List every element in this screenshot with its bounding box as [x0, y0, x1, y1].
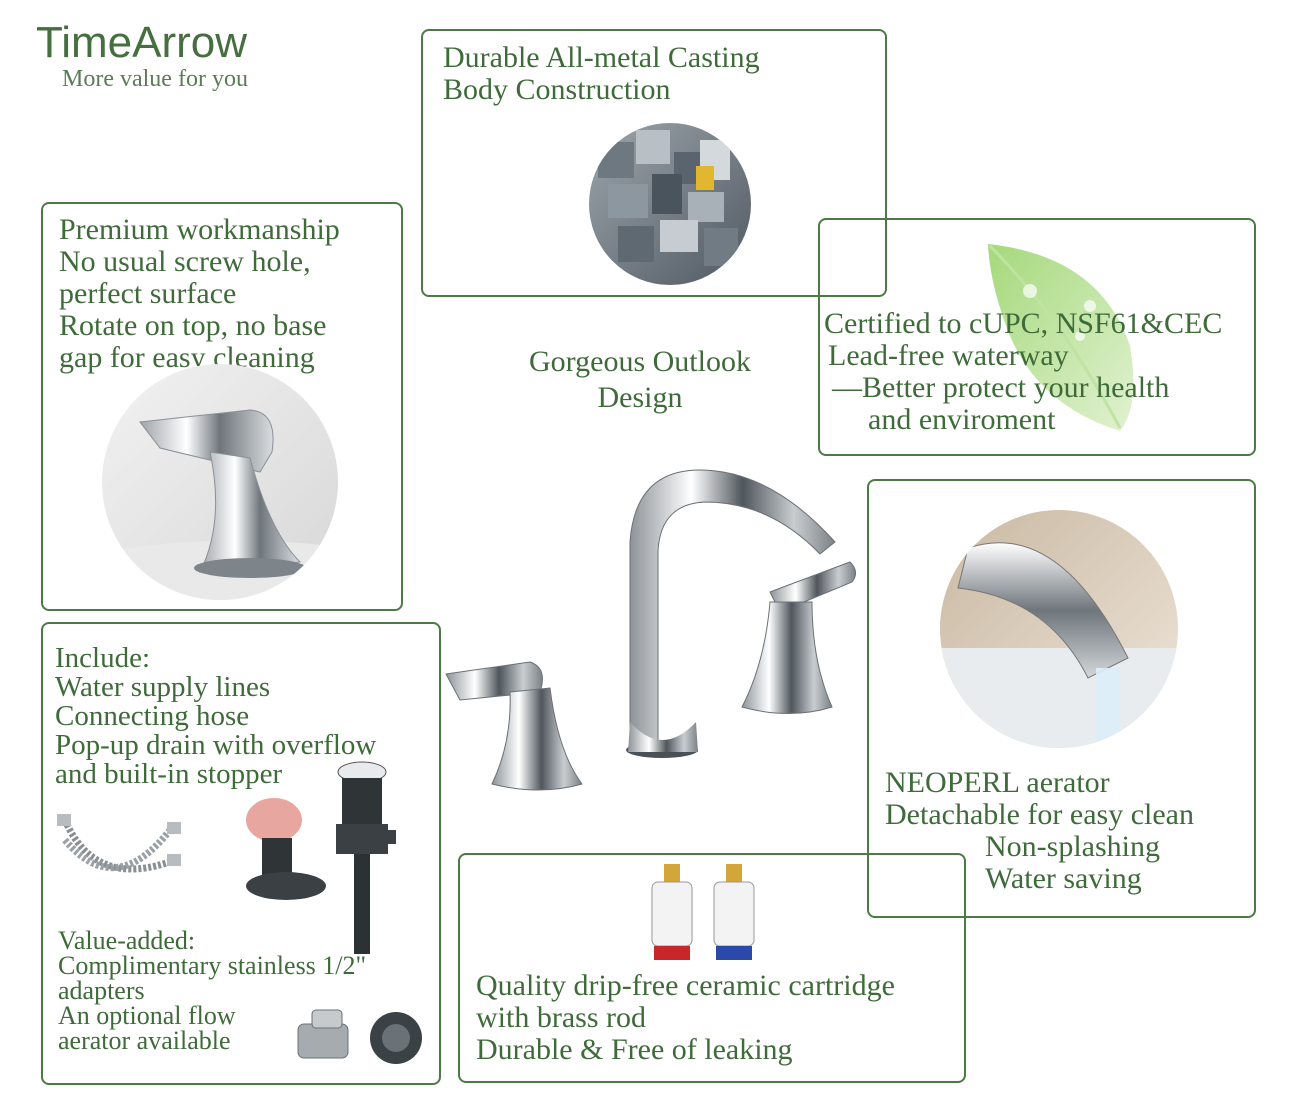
cartridge-line-3: Durable & Free of leaking [476, 1033, 793, 1066]
cartridge-text: Quality drip-free ceramic cartridge with… [476, 970, 895, 1066]
include-line-4: Pop-up drain with overflow [55, 729, 377, 761]
outlook-line-2: Design [597, 381, 683, 414]
cartridge-line-1: Quality drip-free ceramic cartridge [476, 969, 895, 1002]
include-line-5: and built-in stopper [55, 758, 283, 790]
casting-text: Durable All-metal Casting Body Construct… [443, 42, 760, 106]
casting-line-1: Durable All-metal Casting [443, 41, 760, 74]
workmanship-line-4: Rotate on top, no base [59, 309, 327, 342]
leaf-icon [988, 244, 1134, 431]
workmanship-text: Premium workmanship No usual screw hole,… [59, 214, 340, 374]
aerator-text: NEOPERL aerator Detachable for easy clea… [885, 767, 1194, 895]
faucet-image [445, 469, 856, 791]
value-line-4: An optional flow [58, 1001, 236, 1030]
outlook-text: Gorgeous Outlook Design [500, 344, 780, 416]
casting-panel [421, 29, 887, 297]
outlook-line-1: Gorgeous Outlook [529, 345, 751, 378]
aerator-line-2: Detachable for easy clean [885, 798, 1194, 831]
metal-cubes-image [589, 123, 751, 285]
ceramic-cartridge-image [651, 864, 755, 960]
cartridge-panel [458, 853, 966, 1083]
workmanship-panel [41, 202, 403, 611]
include-panel [41, 622, 441, 1085]
aerator-line-1: NEOPERL aerator [885, 766, 1110, 799]
certified-line-2: Lead-free waterway [828, 339, 1069, 372]
workmanship-line-1: Premium workmanship [59, 213, 340, 246]
value-line-3: adapters [58, 976, 145, 1005]
workmanship-line-3: perfect surface [59, 277, 237, 310]
value-line-2: Complimentary stainless 1/2" [58, 951, 367, 980]
casting-line-2: Body Construction [443, 73, 671, 106]
workmanship-line-2: No usual screw hole, [59, 245, 311, 278]
spout-closeup-image [940, 510, 1178, 748]
value-added-text: Value-added: Complimentary stainless 1/2… [58, 926, 367, 1055]
value-line-1: Value-added: [58, 926, 196, 955]
certified-line-4: and enviroment [868, 403, 1056, 436]
certified-line-1: Certified to cUPC, NSF61&CEC [824, 307, 1223, 340]
certified-line-3: —Better protect your health [832, 371, 1170, 404]
include-line-3: Connecting hose [55, 700, 250, 732]
include-text: Include: Water supply lines Connecting h… [55, 644, 376, 789]
value-line-5: aerator available [58, 1026, 231, 1055]
aerator-line-4: Water saving [985, 862, 1142, 895]
workmanship-line-5: gap for easy cleaning [59, 341, 315, 374]
supply-lines-image [57, 814, 181, 873]
brand-logo: TimeArrow [36, 18, 248, 67]
include-line-2: Water supply lines [55, 671, 271, 703]
include-line-1: Include: [55, 642, 151, 674]
aerator-line-3: Non-splashing [985, 830, 1160, 863]
certified-text: Certified to cUPC, NSF61&CEC Lead-free w… [824, 308, 1222, 436]
cartridge-line-2: with brass rod [476, 1001, 646, 1034]
aerator-panel [867, 479, 1256, 918]
brand-tagline: More value for you [62, 66, 248, 92]
popup-drain-image [246, 761, 396, 954]
handle-closeup-image [102, 364, 338, 600]
adapter-image [297, 1009, 422, 1064]
certified-panel [818, 218, 1256, 456]
